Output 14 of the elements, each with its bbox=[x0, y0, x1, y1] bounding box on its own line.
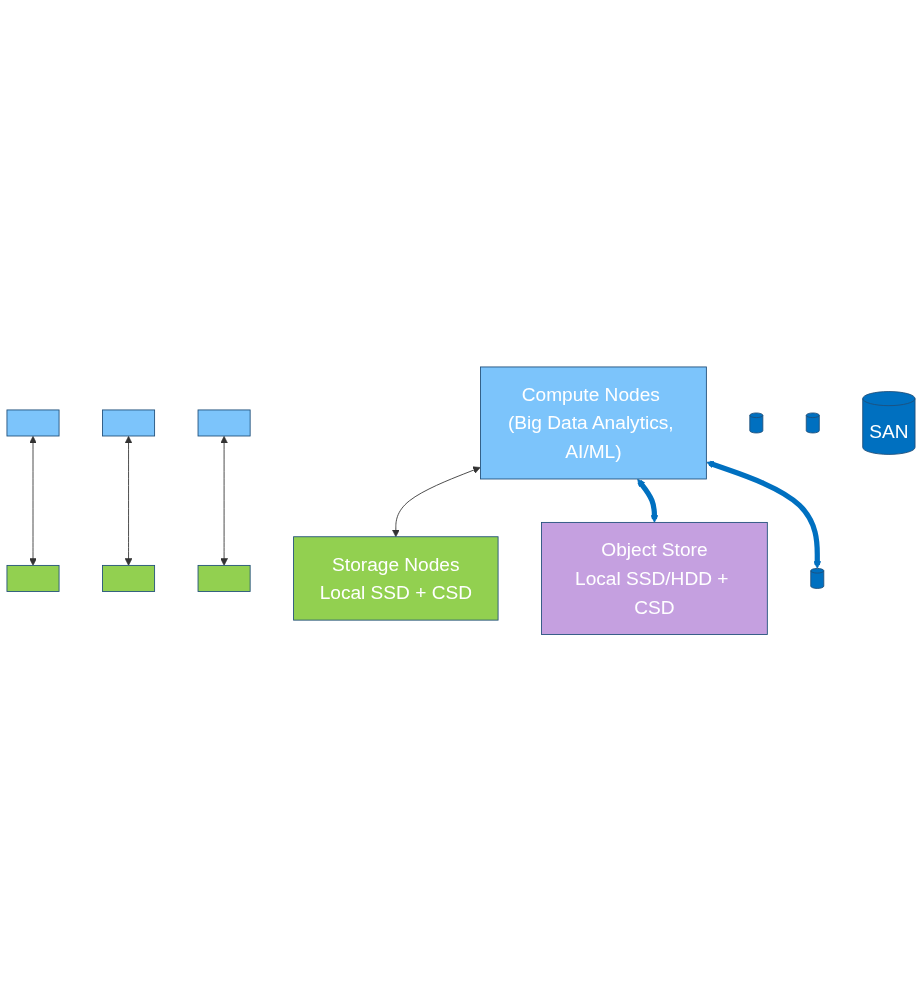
node-box bbox=[102, 409, 156, 437]
node-box: Storage Nodes Local SSD + CSD bbox=[293, 536, 499, 621]
node-cylinder bbox=[749, 412, 764, 434]
node-box bbox=[197, 564, 251, 592]
arrow bbox=[706, 460, 822, 569]
node-box: Object Store Local SSD/HDD + CSD bbox=[541, 521, 768, 635]
node-box bbox=[6, 409, 60, 437]
node-cylinder bbox=[805, 412, 820, 434]
arrow bbox=[637, 478, 659, 523]
node-cylinder bbox=[810, 567, 825, 589]
node-box bbox=[6, 564, 60, 592]
node-box: Compute Nodes (Big Data Analytics, AI/ML) bbox=[480, 366, 707, 480]
node-box bbox=[197, 409, 251, 437]
node-box bbox=[102, 564, 156, 592]
